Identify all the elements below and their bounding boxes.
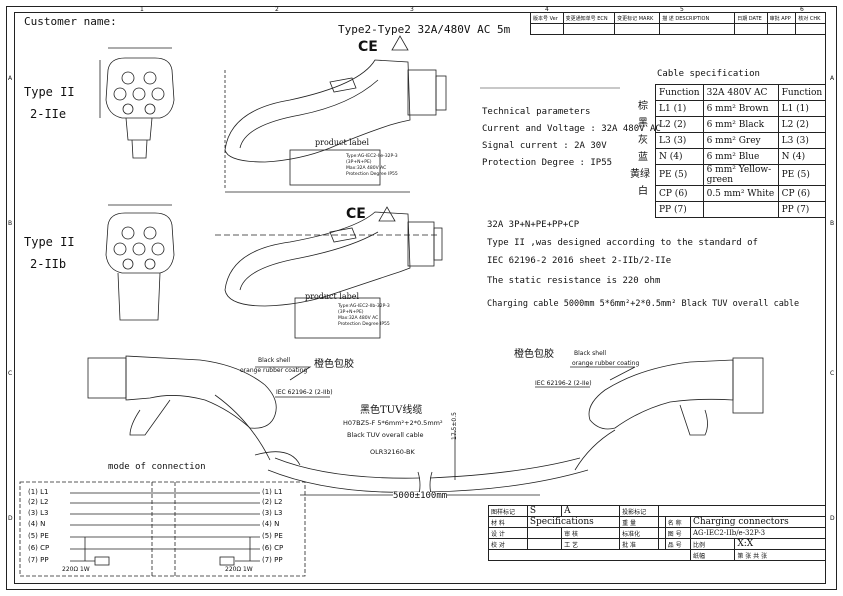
zone-col-1: 1 (140, 6, 144, 13)
drawing-frame (6, 6, 837, 590)
zone-col-2: 2 (275, 6, 279, 13)
zone-row-c: C (8, 370, 13, 377)
zone-row-a-right: A (830, 75, 835, 82)
color-cn-white: 白 (638, 186, 648, 197)
cable-en: Black TUV overall cable (347, 431, 424, 439)
connector-a-front-view (99, 47, 175, 159)
title-block: 图样标记 S A 投影标记 材 料 Specifications 重 量 名 称… (488, 505, 827, 561)
color-cn-blue: 蓝 (638, 152, 648, 163)
cable-body (267, 430, 589, 499)
drawing-border (14, 12, 826, 584)
pin-label: (7) PP (28, 556, 49, 564)
pin-label: (6) CP (262, 544, 284, 552)
std-line-1: 32A 3P+N+PE+PP+CP (487, 220, 580, 230)
pin-label: (4) N (262, 520, 280, 528)
color-cn-yellow-green: 黄绿 (630, 169, 650, 180)
resistor-left-label: 220Ω 1W (62, 566, 90, 573)
zone-row-d: D (8, 515, 13, 522)
revision-header-row: 版本号 Ver 变更通知单号 ECN 变更标记 MARK 描 述 DESCRIP… (530, 12, 826, 24)
zone-row-b-right: B (830, 220, 835, 227)
cable-spec-header: Function (777, 84, 827, 101)
connector-a-label-box: Type:AG-IEC2-IIe-32P-3 (3P+N+PE) Max:32A… (346, 154, 398, 177)
connector-a-product-label: product label (315, 138, 370, 147)
customer-name-label: Customer name: (24, 15, 117, 28)
connector-b-standard: 2-IIb (30, 257, 67, 271)
pin-label: (4) N (28, 520, 46, 528)
zone-col-3: 3 (410, 6, 414, 13)
pin-label: (6) CP (28, 544, 50, 552)
assembly-right-connector (574, 357, 764, 471)
connection-diagram (19, 481, 306, 577)
pin-label: (1) L1 (28, 488, 49, 496)
zone-row-a: A (8, 75, 13, 82)
connector-b-side-view (215, 211, 443, 339)
shell-left-cn: 橙色包胶 (314, 359, 354, 370)
connector-a-side-view (224, 59, 447, 193)
std-line-5: Charging cable 5000mm 5*6mm²+2*0.5mm² Bl… (487, 299, 800, 309)
shell-right-en2: orange rubber coating (572, 360, 640, 367)
cable-length: 5000±100mm (393, 491, 448, 501)
table-row: PP (7)PP (7) (655, 201, 827, 218)
color-cn-grey: 灰 (638, 135, 648, 146)
cable-cn: 黑色TUV线缆 (360, 405, 423, 416)
iec-left: IEC 62196-2 (2-IIb) (276, 389, 333, 396)
std-line-4: The static resistance is 220 ohm (487, 276, 661, 286)
pin-label: (2) L2 (262, 498, 283, 506)
cable-spec-header: Function (655, 84, 704, 101)
connector-b-label-box: Type:AG-IEC2-IIb-32P-3 (3P+N+PE) Max:32A… (338, 304, 390, 327)
model-title: Type2-Type2 32A/480V AC 5m (338, 23, 511, 36)
tech-title: Technical parameters (482, 107, 591, 117)
connection-title: mode of connection (108, 462, 206, 472)
pin-label: (3) L3 (28, 509, 49, 517)
cable-diameter: 17.5±0.5 (451, 412, 458, 440)
revision-table: 版本号 Ver 变更通知单号 ECN 变更标记 MARK 描 述 DESCRIP… (530, 12, 826, 35)
ce-mark-a: CE (358, 39, 378, 55)
pin-label: (1) L1 (262, 488, 283, 496)
cable-part-no: OLR32160-BK (370, 448, 415, 456)
tech-protection: Protection Degree : IP55 (482, 158, 613, 168)
shell-right-en1: Black shell (574, 350, 607, 357)
tech-current-voltage: Current and Voltage : 32A 480V AC (482, 124, 661, 134)
zone-col-4: 4 (545, 6, 549, 13)
zone-row-c-right: C (830, 370, 835, 377)
std-line-3: IEC 62196-2 2016 sheet 2-IIb/2-IIe (487, 256, 672, 266)
iec-right: IEC 62196-2 (2-IIe) (535, 380, 592, 387)
cable-spec-title: Cable specification (657, 69, 760, 79)
shell-left-en1: Black shell (258, 357, 291, 364)
color-cn-brown: 棕 (638, 101, 648, 112)
cable-spec-table: Function 32A 480V AC Function L1 (1)6 mm… (655, 84, 827, 218)
connector-b-product-label: product label (305, 292, 360, 301)
zone-col-6: 6 (800, 6, 804, 13)
ce-mark-b: CE (346, 206, 366, 222)
pin-label: (2) L2 (28, 498, 49, 506)
connector-a-type: Type II (24, 85, 75, 99)
resistor-right-label: 220Ω 1W (225, 566, 253, 573)
connector-a-standard: 2-IIe (30, 107, 67, 121)
cable-spec-line: H07BZ5-F 5*6mm²+2*0.5mm² (343, 419, 443, 427)
connector-b-type: Type II (24, 235, 75, 249)
pin-label: (3) L3 (262, 509, 283, 517)
color-cn-black: 黑 (638, 118, 648, 129)
zone-col-5: 5 (680, 6, 684, 13)
std-line-2: Type II ,was designed according to the s… (487, 238, 758, 248)
pin-label: (5) PE (262, 532, 283, 540)
shell-left-en2: orange rubber coating (240, 367, 308, 374)
connector-b-front-view (105, 204, 175, 321)
cable-spec-header: 32A 480V AC (702, 84, 779, 101)
tech-signal-current: Signal current : 2A 30V (482, 141, 607, 151)
assembly-left-connector (87, 355, 301, 466)
cable-spec-header-row: Function 32A 480V AC Function (655, 84, 827, 101)
pin-label: (7) PP (262, 556, 283, 564)
zone-row-d-right: D (830, 515, 835, 522)
pin-label: (5) PE (28, 532, 49, 540)
shell-right-cn: 橙色包胶 (514, 349, 554, 360)
zone-row-b: B (8, 220, 13, 227)
